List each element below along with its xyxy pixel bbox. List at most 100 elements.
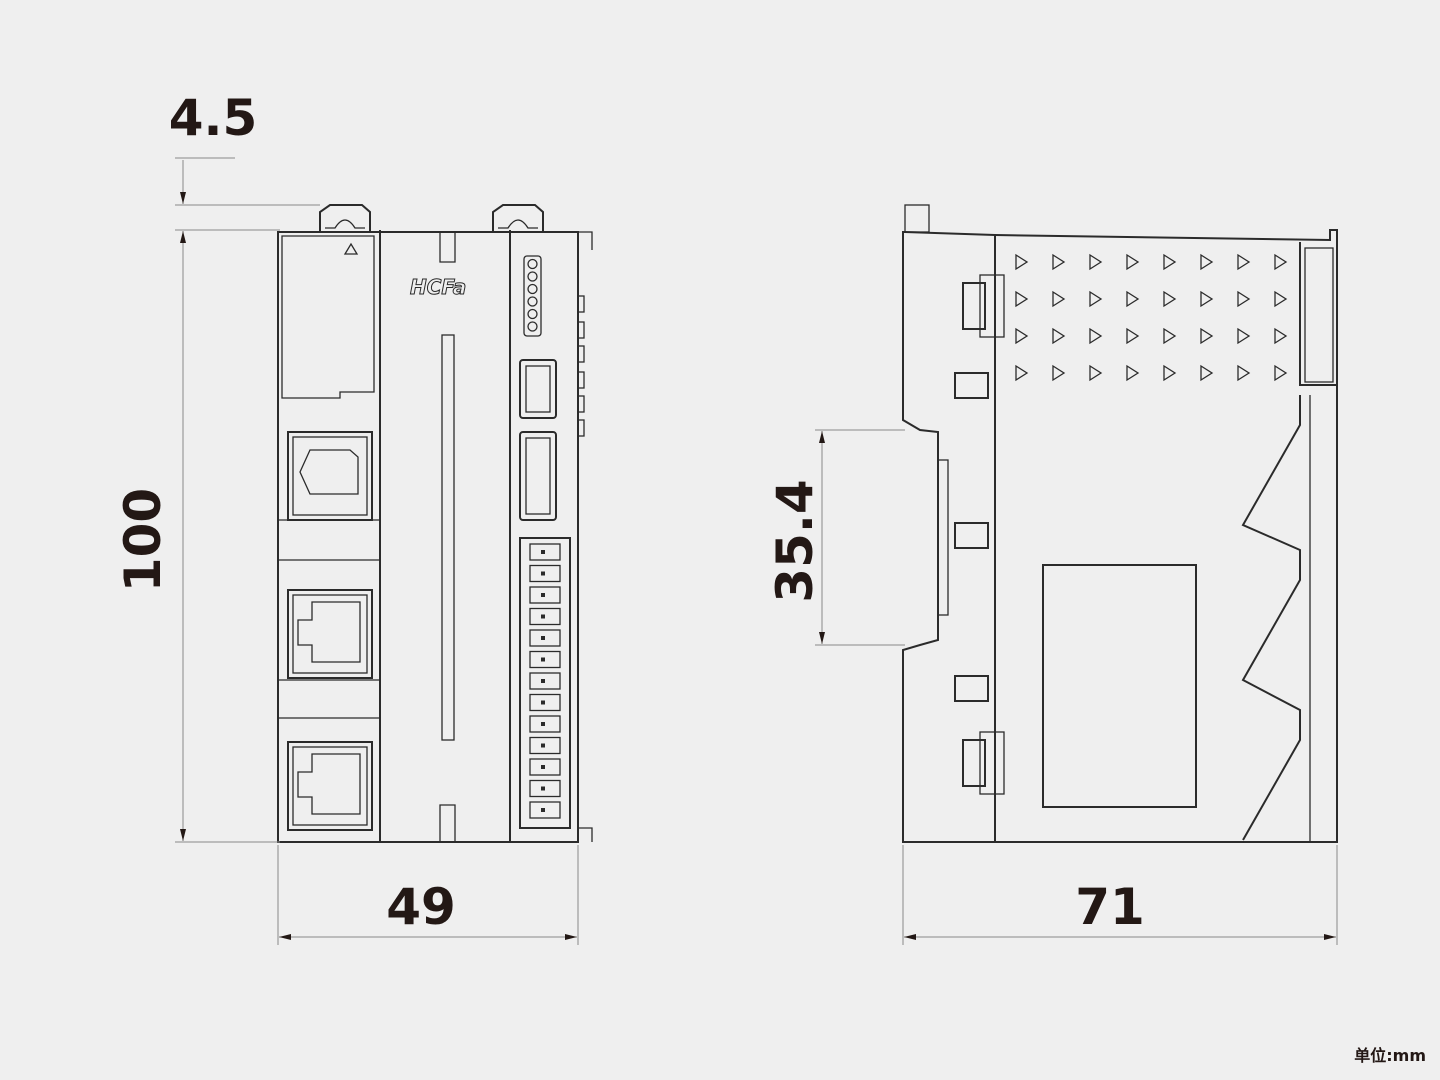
side-view xyxy=(902,204,1338,843)
vent-triangle-icon xyxy=(1274,327,1288,345)
side-tab xyxy=(577,371,585,389)
vent-triangle-icon xyxy=(1052,327,1066,345)
vent-triangle-icon xyxy=(1126,290,1140,308)
vent-triangle-icon xyxy=(1163,290,1177,308)
slot xyxy=(954,522,989,549)
vent-triangle-icon xyxy=(1015,327,1029,345)
rj45-frame xyxy=(292,436,368,516)
dimensions: 4.5 100 49 71 35.4 xyxy=(114,89,1338,945)
terminal-hole xyxy=(541,636,545,640)
terminal-pin xyxy=(529,672,561,690)
slot xyxy=(954,675,989,702)
edge xyxy=(578,827,593,842)
terminal-pins xyxy=(529,543,561,819)
side-tab xyxy=(577,295,585,313)
rj45-frame xyxy=(292,746,368,826)
slot xyxy=(954,372,989,399)
led-indicator xyxy=(527,308,538,320)
vent-triangle-icon xyxy=(1200,253,1214,271)
vent-triangle-icon xyxy=(1200,290,1214,308)
terminal-pin xyxy=(529,736,561,755)
clip-hook xyxy=(498,219,538,229)
terminal-hole xyxy=(541,786,545,791)
rj45-port xyxy=(287,741,373,831)
vent-triangle-icon xyxy=(1237,327,1251,345)
top-clip-left xyxy=(319,204,371,232)
rj45-socket xyxy=(297,753,361,815)
edge xyxy=(578,231,593,250)
side-tabs xyxy=(577,295,585,437)
notch xyxy=(439,804,456,842)
label-cover xyxy=(281,235,375,399)
dim-4.5-label: 4.5 xyxy=(169,89,258,147)
switch-1 xyxy=(519,359,557,419)
vent-triangle-icon xyxy=(1089,327,1103,345)
latch-bottom xyxy=(962,739,986,787)
hcfa-logo: HCFa xyxy=(410,275,466,299)
dim-35.4-label: 35.4 xyxy=(766,479,824,602)
terminal-pin xyxy=(529,629,561,647)
switch-2 xyxy=(519,431,557,521)
dim-49-label: 49 xyxy=(386,878,456,936)
side-body xyxy=(902,229,1338,843)
vent-triangle-icon xyxy=(1089,364,1103,382)
notch xyxy=(439,232,456,263)
rj45-port xyxy=(287,589,373,679)
vent-triangle-icon xyxy=(1163,327,1177,345)
terminal-hole xyxy=(541,550,545,554)
vent-triangle-icon xyxy=(1052,364,1066,382)
terminal-hole xyxy=(541,657,545,662)
side-tab xyxy=(577,419,585,437)
led-indicator xyxy=(527,283,538,295)
din-clip xyxy=(937,459,949,616)
led-indicator xyxy=(527,321,538,332)
terminal-block xyxy=(519,537,571,829)
terminal-pin xyxy=(529,779,561,798)
terminal-pin xyxy=(529,801,561,819)
vent-triangle-icon xyxy=(1237,253,1251,271)
rj45-port xyxy=(287,431,373,521)
triangle-mark-icon xyxy=(343,242,359,255)
terminal-hole xyxy=(541,808,545,812)
rj45-socket xyxy=(299,449,359,495)
vent-triangle-icon xyxy=(1163,253,1177,271)
terminal-pin xyxy=(529,693,561,712)
terminal-hole xyxy=(541,679,545,683)
switch-inner xyxy=(525,365,551,413)
vent-triangle-icon xyxy=(1015,253,1029,271)
vent-triangle-icon xyxy=(1015,364,1029,382)
latch-frame xyxy=(979,274,1005,338)
terminal-hole xyxy=(541,614,545,619)
rj45-frame xyxy=(292,594,368,674)
label-area xyxy=(1042,564,1197,808)
zigzag-edge xyxy=(1241,395,1301,841)
vent-triangle-icon xyxy=(1237,364,1251,382)
vent-triangle-icon xyxy=(1237,290,1251,308)
unit-label: 单位:mm xyxy=(1354,1046,1426,1065)
vent-triangle-icon xyxy=(1274,253,1288,271)
vent-triangle-icon xyxy=(1052,290,1066,308)
led-group xyxy=(527,258,538,332)
terminal-pin xyxy=(529,586,561,604)
front-body xyxy=(277,231,579,843)
vent-triangle-icon xyxy=(1126,253,1140,271)
vent-triangle-icon xyxy=(1089,253,1103,271)
rj45-socket xyxy=(297,601,361,663)
vent-triangle-icon xyxy=(1200,327,1214,345)
vent-triangles xyxy=(1015,253,1288,382)
connector xyxy=(1299,242,1337,386)
terminal-hole xyxy=(541,571,545,576)
terminal-pin xyxy=(529,758,561,776)
terminal-pin xyxy=(529,650,561,669)
terminal-hole xyxy=(541,700,545,705)
vent-triangle-icon xyxy=(1274,290,1288,308)
terminal-hole xyxy=(541,593,545,597)
latch-top xyxy=(962,282,986,330)
rj45-ports xyxy=(287,431,373,831)
vent-triangle-icon xyxy=(1126,327,1140,345)
connector-inner xyxy=(1304,247,1334,383)
terminal-hole xyxy=(541,743,545,748)
light-slot xyxy=(441,334,455,741)
